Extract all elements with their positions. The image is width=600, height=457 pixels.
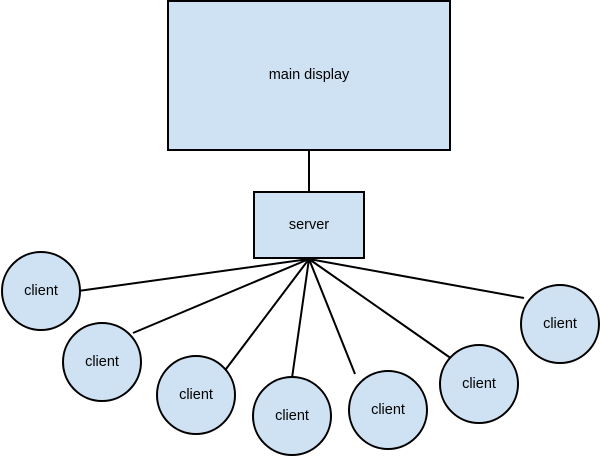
client-circle xyxy=(348,370,428,450)
client-label: client xyxy=(275,408,309,424)
client-node-5[interactable]: client xyxy=(348,370,428,450)
client-node-6[interactable]: client xyxy=(439,344,519,424)
edge-server-client-7 xyxy=(308,258,525,299)
edge-server-client-4 xyxy=(291,258,310,379)
server-label: server xyxy=(289,217,329,233)
client-node-4[interactable]: client xyxy=(252,376,332,456)
client-node-2[interactable]: client xyxy=(62,322,142,402)
server-box xyxy=(253,191,365,259)
edge-server-client-6 xyxy=(308,258,453,360)
client-circle xyxy=(439,344,519,424)
client-label: client xyxy=(462,376,496,392)
edge-server-client-3 xyxy=(225,258,310,370)
main-display-node[interactable]: main display xyxy=(167,0,451,151)
client-label: client xyxy=(371,402,405,418)
client-node-1[interactable]: client xyxy=(1,251,81,331)
client-node-3[interactable]: client xyxy=(156,355,236,435)
client-label: client xyxy=(85,354,119,370)
client-circle xyxy=(520,284,600,364)
edge-server-client-2 xyxy=(132,258,310,334)
client-circle xyxy=(252,376,332,456)
client-circle xyxy=(156,355,236,435)
server-node[interactable]: server xyxy=(253,191,365,259)
client-label: client xyxy=(179,387,213,403)
edge-server-client-5 xyxy=(308,258,356,375)
client-circle xyxy=(1,251,81,331)
client-label: client xyxy=(543,316,577,332)
client-label: client xyxy=(24,283,58,299)
main-display-label: main display xyxy=(269,67,350,83)
client-node-7[interactable]: client xyxy=(520,284,600,364)
edge-server-client-1 xyxy=(77,258,310,292)
main-display-box xyxy=(167,0,451,151)
client-circle xyxy=(62,322,142,402)
edges xyxy=(77,150,525,379)
